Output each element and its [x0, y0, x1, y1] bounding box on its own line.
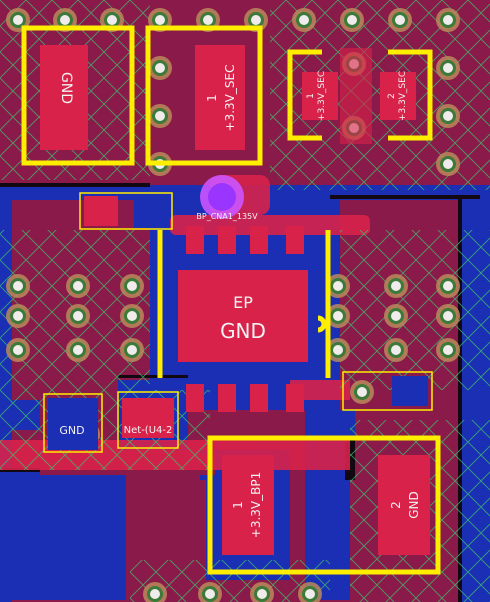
small-cap-right-of-ic[interactable] — [342, 371, 433, 411]
label-small-cap-left-net: +3.3V_SEC — [317, 71, 327, 121]
label-top-regulator-net: +3.3V_SEC — [223, 65, 237, 132]
label-top-regulator-pin: 1 — [205, 94, 219, 102]
via[interactable] — [6, 338, 30, 362]
via[interactable] — [66, 304, 90, 328]
ic-pin[interactable] — [250, 226, 268, 254]
via[interactable] — [120, 274, 144, 298]
via[interactable] — [298, 582, 322, 602]
ic-pin[interactable] — [186, 226, 204, 254]
label-bottom-left-pad: GND — [59, 424, 84, 437]
via[interactable] — [340, 8, 364, 32]
small-cap-top-right[interactable] — [287, 48, 433, 144]
ic-pin[interactable] — [182, 306, 200, 326]
via[interactable] — [143, 582, 167, 602]
label-top-left-connector: GND — [58, 72, 74, 104]
ic-pin[interactable] — [250, 384, 268, 412]
bottom-left-pads[interactable] — [43, 391, 179, 453]
selected-via[interactable] — [200, 175, 244, 219]
ic-pin[interactable] — [182, 276, 200, 296]
label-bottom-mid-pad: Net-(U4-2 — [124, 425, 173, 436]
ic-pin[interactable] — [218, 226, 236, 254]
bottom-capacitor[interactable] — [207, 435, 441, 575]
via[interactable] — [292, 8, 316, 32]
via[interactable] — [436, 304, 460, 328]
label-bottom-cap-right-pin: 2 — [389, 501, 403, 509]
via[interactable] — [388, 8, 412, 32]
via[interactable] — [148, 104, 172, 128]
via[interactable] — [384, 274, 408, 298]
via[interactable] — [436, 152, 460, 176]
label-center-pad-net: GND — [220, 319, 266, 343]
ic-pin[interactable] — [218, 384, 236, 412]
via[interactable] — [436, 8, 460, 32]
ic-pin[interactable] — [286, 276, 304, 296]
via[interactable] — [326, 338, 350, 362]
label-center-pad-ep: EP — [233, 293, 253, 312]
ic-pin[interactable] — [186, 384, 204, 412]
via[interactable] — [326, 274, 350, 298]
via[interactable] — [436, 104, 460, 128]
via[interactable] — [66, 274, 90, 298]
label-bottom-cap-left-net: +3.3V_BP1 — [249, 472, 263, 538]
via[interactable] — [384, 338, 408, 362]
regulator-pad-top[interactable] — [145, 25, 263, 166]
connector-gnd-top-left[interactable] — [21, 25, 135, 166]
ic-pin[interactable] — [286, 306, 304, 326]
ic-pin[interactable] — [286, 226, 304, 254]
label-bottom-cap-left-pin: 1 — [231, 501, 245, 509]
label-small-cap-right-net: +3.3V_SEC — [398, 71, 408, 121]
via[interactable] — [120, 304, 144, 328]
via[interactable] — [6, 274, 30, 298]
via[interactable] — [66, 338, 90, 362]
via[interactable] — [6, 304, 30, 328]
ic-pin[interactable] — [182, 340, 200, 360]
via[interactable] — [350, 380, 374, 404]
ic-pin[interactable] — [286, 384, 304, 412]
label-small-cap-right-pin: 2 — [387, 93, 397, 99]
via[interactable] — [384, 304, 408, 328]
label-small-cap-left-pin: 1 — [306, 93, 316, 99]
via[interactable] — [436, 56, 460, 80]
via[interactable] — [250, 582, 274, 602]
via[interactable] — [148, 56, 172, 80]
ic-pin[interactable] — [286, 340, 304, 360]
via[interactable] — [198, 582, 222, 602]
via[interactable] — [120, 338, 144, 362]
via[interactable] — [436, 274, 460, 298]
via[interactable] — [326, 304, 350, 328]
ic-package[interactable] — [157, 226, 331, 412]
label-bottom-cap-right-net: GND — [407, 491, 421, 519]
silkscreen-labels: GND 1 +3.3V_SEC 1 +3.3V_SEC 2 +3.3V_SEC … — [58, 65, 421, 539]
label-selected-via-net: BP_CNA1_135V — [196, 212, 258, 221]
jumper-pads[interactable] — [79, 192, 173, 230]
via[interactable] — [436, 338, 460, 362]
